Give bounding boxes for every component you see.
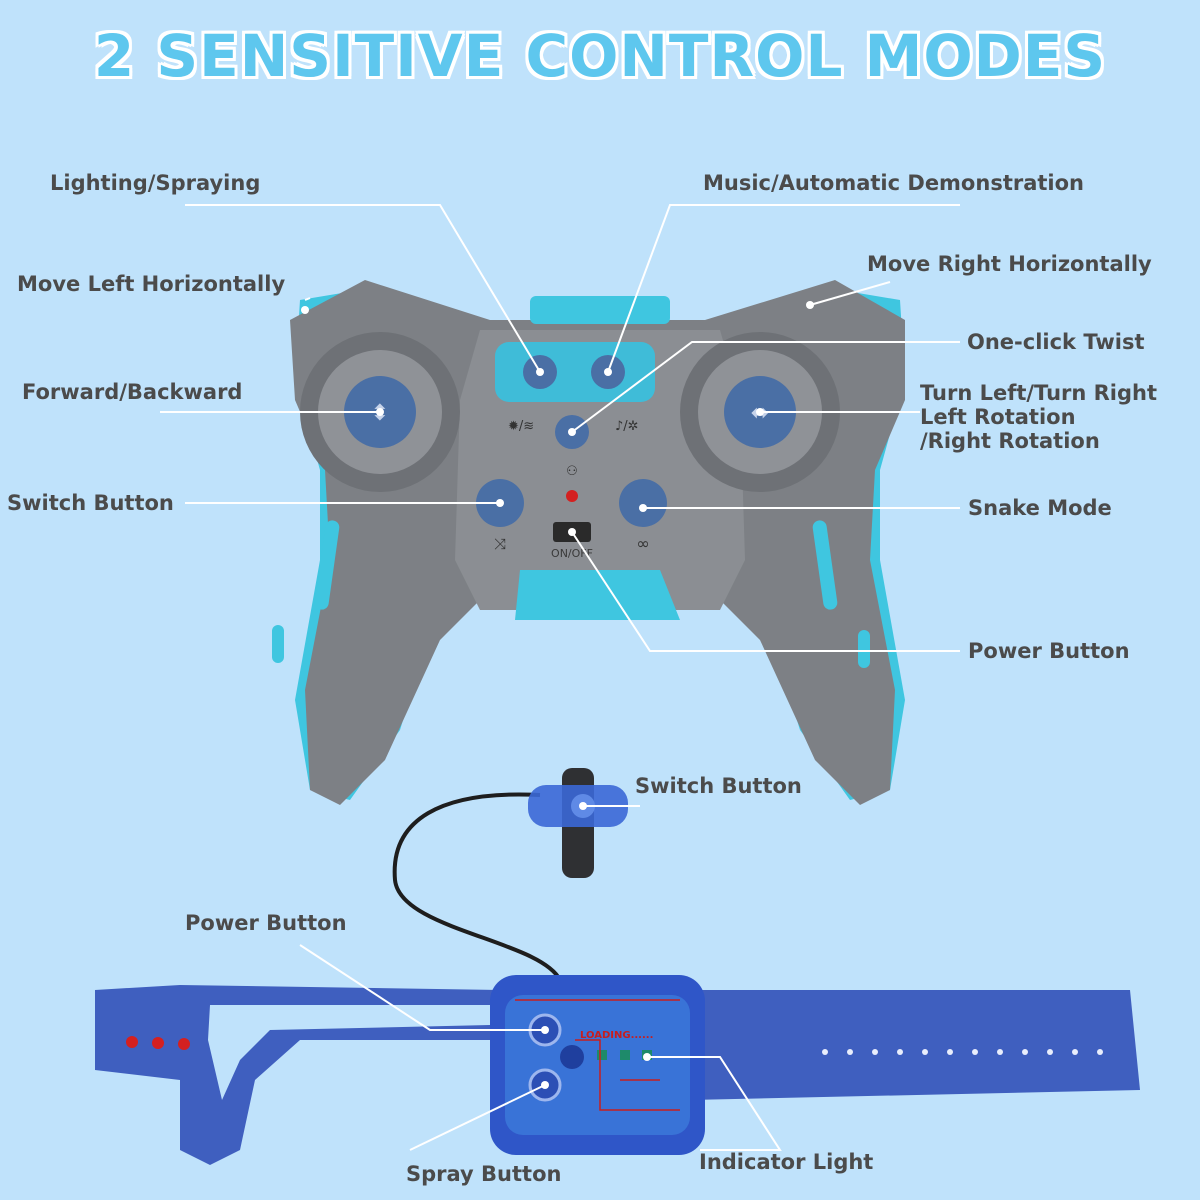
remote-controller: ⬍ ⬌ ✹/≋ ♪/✲ ⚇ ⤨ ∞ ON/OFF bbox=[272, 280, 905, 805]
wrist-module-window bbox=[505, 995, 690, 1135]
power-switch-text: ON/OFF bbox=[551, 547, 593, 560]
cable bbox=[392, 792, 562, 982]
controller-top-bump bbox=[530, 296, 670, 324]
label-music-auto-demo: Music/Automatic Demonstration bbox=[703, 171, 1084, 195]
label-lighting-spraying: Lighting/Spraying bbox=[50, 171, 261, 195]
infinity-icon: ∞ bbox=[636, 534, 649, 553]
top-button-window bbox=[495, 342, 655, 402]
right-grip-slot-2 bbox=[858, 630, 870, 668]
label-wrist-power-button: Power Button bbox=[185, 911, 347, 935]
red-stud-1 bbox=[126, 1036, 138, 1048]
wrist-switch bbox=[392, 768, 628, 982]
label-power-button: Power Button bbox=[968, 639, 1130, 663]
red-stud-3 bbox=[178, 1038, 190, 1050]
label-one-click-twist: One-click Twist bbox=[967, 330, 1145, 354]
wristband-cutout bbox=[208, 1005, 490, 1100]
label-snake-mode: Snake Mode bbox=[968, 496, 1112, 520]
label-spray-button: Spray Button bbox=[406, 1162, 562, 1186]
label-wrist-switch-button: Switch Button bbox=[635, 774, 802, 798]
light-spray-icon: ✹/≋ bbox=[508, 419, 534, 434]
red-stud-2 bbox=[152, 1037, 164, 1049]
wrist-center-button[interactable] bbox=[560, 1045, 584, 1069]
left-grip-slot-2 bbox=[272, 625, 284, 663]
label-turn-line3: /Right Rotation bbox=[920, 429, 1100, 453]
music-gear-icon: ♪/✲ bbox=[615, 419, 639, 434]
leader-lines bbox=[160, 204, 960, 1151]
label-turn-line1: Turn Left/Turn Right bbox=[920, 381, 1158, 405]
label-move-right: Move Right Horizontally bbox=[867, 252, 1152, 276]
wristband: LOADING...... bbox=[95, 975, 1140, 1165]
label-turn-line2: Left Rotation bbox=[920, 405, 1076, 429]
right-grip-slot bbox=[812, 520, 838, 610]
wristband-strap bbox=[95, 985, 1140, 1165]
indicator-light-2 bbox=[620, 1050, 630, 1060]
indicator-light-3 bbox=[597, 1050, 607, 1060]
circuit-traces bbox=[515, 999, 680, 1111]
shuffle-icon: ⤨ bbox=[494, 535, 506, 553]
controller-bottom-accent bbox=[515, 570, 680, 620]
wrist-screen-text: LOADING...... bbox=[580, 1030, 653, 1041]
page-title: 2 SENSITIVE CONTROL MODES bbox=[93, 22, 1107, 90]
label-indicator-light: Indicator Light bbox=[699, 1150, 874, 1174]
left-grip-slot bbox=[314, 520, 340, 610]
power-indicator-led bbox=[566, 490, 578, 502]
strap-holes bbox=[822, 1049, 1103, 1055]
label-switch-button: Switch Button bbox=[7, 491, 174, 515]
label-forward-backward: Forward/Backward bbox=[22, 380, 243, 404]
label-move-left: Move Left Horizontally bbox=[17, 272, 286, 296]
snake-mode-button[interactable] bbox=[619, 479, 667, 527]
twist-icon: ⚇ bbox=[566, 464, 578, 479]
leader-dots bbox=[301, 301, 814, 1089]
